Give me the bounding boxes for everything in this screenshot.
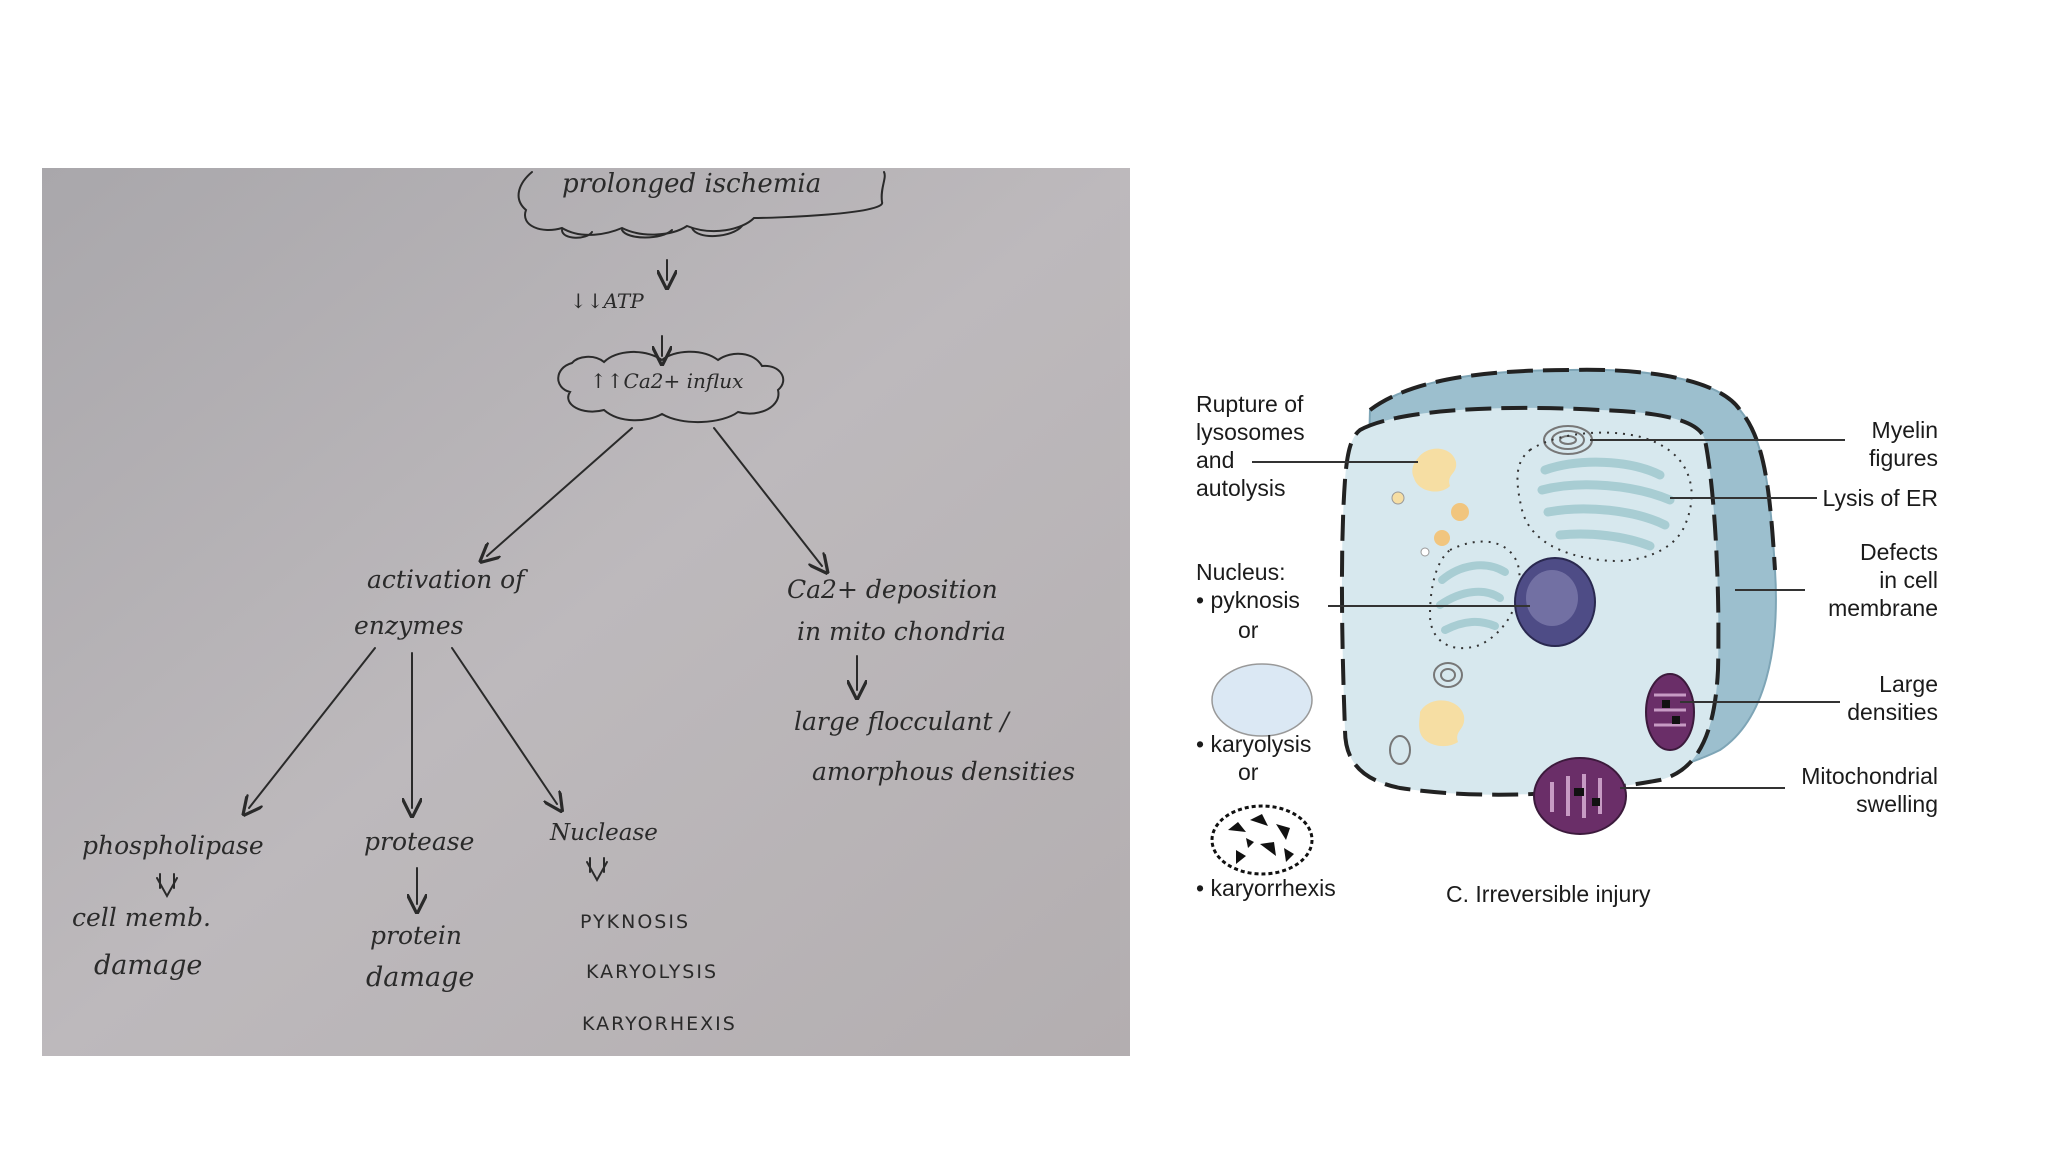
or-label-1: or (1238, 617, 1259, 643)
dashed-membrane (1339, 405, 1721, 797)
phospholipase-text: phospholipase (82, 831, 264, 860)
activation-text-line1: activation of (367, 565, 528, 594)
karyorrhexis-nucleus (1210, 804, 1314, 876)
irreversible-injury-figure: Rupture of lysosomes and autolysis Nucle… (1196, 367, 1938, 907)
ca-influx-cloud (557, 350, 785, 423)
paper-background (42, 168, 1130, 1056)
cell-memb-text-line1: cell memb. (72, 903, 211, 932)
atp-text: ↓↓ATP (570, 289, 644, 313)
ca-influx-text: ↑↑Ca2+ influx (590, 369, 743, 393)
protease-text: protease (364, 827, 474, 856)
karyolysis-nucleus (1211, 663, 1313, 737)
karyorrhexis-label: • karyorrhexis (1196, 875, 1336, 901)
nuclease-text: Nuclease (549, 820, 658, 846)
rupture-label-line4: autolysis (1196, 475, 1285, 501)
defects-label-line1: Defects (1860, 539, 1938, 565)
rupture-label-line3: and (1196, 447, 1234, 473)
ca-deposition-text-line1: Ca2+ deposition (787, 575, 998, 604)
ischemia-cloud (517, 171, 886, 236)
figure-caption: C. Irreversible injury (1446, 881, 1651, 907)
mito-swelling-label-line1: Mitochondrial (1801, 763, 1938, 789)
large-densities-label-line2: densities (1847, 699, 1938, 725)
or-label-2: or (1238, 759, 1259, 785)
ruptured-lysosome (1412, 448, 1457, 492)
prolonged-ischemia-text: prolonged ischemia (562, 169, 821, 199)
protein-text-line1: protein (370, 921, 462, 950)
karyorhexis-text: KARYORHEXIS (582, 1013, 737, 1035)
densities-text-line2: amorphous densities (812, 757, 1075, 786)
large-densities-label-line1: Large (1879, 671, 1938, 697)
pyknosis-text: PYKNOSIS (580, 911, 690, 933)
rupture-label-line2: lysosomes (1196, 419, 1305, 445)
karyolysis-text: KARYOLYSIS (586, 961, 718, 983)
densities-text-line1: large flocculant / (794, 707, 1011, 736)
nucleus-label: Nucleus: (1196, 559, 1285, 585)
lysed-er (1428, 431, 1693, 650)
karyolysis-label: • karyolysis (1196, 731, 1311, 757)
defects-label-line2: in cell (1879, 567, 1938, 593)
mitochondrion-large-densities (1645, 673, 1695, 751)
cell-memb-text-line2: damage (94, 950, 202, 981)
defects-label-line3: membrane (1828, 595, 1938, 621)
ca-deposition-text-line2: in mito chondria (797, 617, 1006, 646)
handwritten-flowchart: prolonged ischemia ↓↓ATP ↑↑Ca2+ influx a… (42, 168, 1130, 1056)
activation-text-line2: enzymes (354, 611, 464, 640)
pyknosis-label: • pyknosis (1196, 587, 1300, 613)
rupture-label-line1: Rupture of (1196, 391, 1304, 417)
mito-swelling-label-line2: swelling (1856, 791, 1938, 817)
myelin-label-line1: Myelin (1872, 417, 1938, 443)
swollen-mitochondrion (1533, 757, 1627, 835)
lysis-er-label: Lysis of ER (1823, 485, 1938, 511)
protein-text-line2: damage (366, 962, 474, 993)
myelin-label-line2: figures (1869, 445, 1938, 471)
